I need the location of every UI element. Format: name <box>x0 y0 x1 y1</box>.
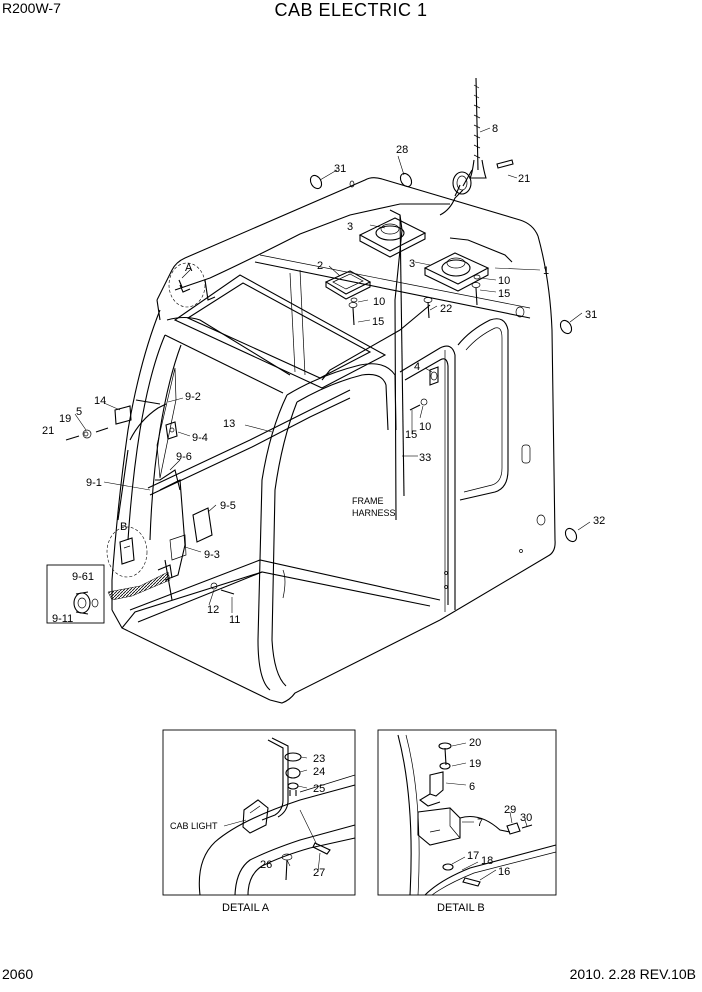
label-26: 26 <box>260 859 272 871</box>
label-9-4: 9-4 <box>192 432 208 444</box>
label-7: 7 <box>477 817 483 829</box>
callout-circle-b <box>106 526 148 578</box>
detail-a-caption: DETAIL A <box>222 902 270 914</box>
speaker-left <box>358 217 427 258</box>
label-8: 8 <box>492 123 498 135</box>
antenna <box>452 77 487 195</box>
detail-a-labels: 23 24 25 CAB LIGHT 26 27 DETAIL A <box>170 753 325 914</box>
label-31-top: 31 <box>334 163 346 175</box>
callout-circle-a <box>168 262 206 308</box>
page-title: CAB ELECTRIC 1 <box>274 0 428 20</box>
label-callout-b: B <box>120 521 127 533</box>
label-20: 20 <box>469 737 481 749</box>
room-lamp-parts <box>114 366 439 581</box>
page-number: 2060 <box>2 966 34 982</box>
label-17: 17 <box>467 850 479 862</box>
label-14: 14 <box>94 395 106 407</box>
label-callout-a: A <box>185 262 193 274</box>
roof-switch-panel <box>324 270 372 300</box>
label-9-3: 9-3 <box>204 549 220 561</box>
label-9-61: 9-61 <box>72 571 94 583</box>
label-13: 13 <box>223 418 235 430</box>
label-9-6: 9-6 <box>176 451 192 463</box>
label-harness: HARNESS <box>352 508 396 518</box>
label-9-11: 9-11 <box>52 613 73 625</box>
label-23: 23 <box>313 753 325 765</box>
label-18: 18 <box>481 855 493 867</box>
label-10-right: 10 <box>498 275 510 287</box>
label-15-low: 15 <box>405 429 417 441</box>
label-21-right: 21 <box>518 173 530 185</box>
inset-box-9-61 <box>46 564 105 624</box>
label-29: 29 <box>504 804 516 816</box>
label-21-left: 21 <box>42 425 54 437</box>
label-10-mid: 10 <box>373 296 385 308</box>
model-code: R200W-7 <box>2 0 61 16</box>
grommets <box>309 172 578 589</box>
label-frame: FRAME <box>352 496 384 506</box>
label-11: 11 <box>229 614 240 626</box>
label-9-1: 9-1 <box>86 477 102 489</box>
label-16: 16 <box>498 866 510 878</box>
cab-body-outline <box>111 177 556 704</box>
label-19-b: 19 <box>469 758 481 770</box>
label-32: 32 <box>593 515 605 527</box>
label-1: 1 <box>543 265 549 277</box>
label-15-right: 15 <box>498 288 510 300</box>
detail-b-caption: DETAIL B <box>437 902 485 914</box>
leader-lines <box>74 127 591 613</box>
label-10-low: 10 <box>419 421 431 433</box>
label-33: 33 <box>419 452 431 464</box>
label-3-right: 3 <box>409 258 415 270</box>
label-19: 19 <box>59 413 71 425</box>
label-12: 12 <box>207 604 219 616</box>
label-cab-light: CAB LIGHT <box>170 821 218 831</box>
label-5: 5 <box>76 406 82 418</box>
label-31-right: 31 <box>585 309 597 321</box>
detail-b-arrow <box>107 571 171 601</box>
label-28: 28 <box>396 144 408 156</box>
label-30: 30 <box>520 812 532 824</box>
label-15-mid: 15 <box>372 316 384 328</box>
main-part-labels: 8 28 31 21 3 3 2 1 10 15 10 22 15 31 4 1… <box>42 123 605 626</box>
detail-b-labels: 20 19 6 7 29 30 17 18 16 DETAIL B <box>437 737 532 914</box>
speaker-right <box>423 252 490 292</box>
label-24: 24 <box>313 766 325 778</box>
detail-b-panel <box>377 729 557 896</box>
screws <box>65 159 514 595</box>
label-3-left: 3 <box>347 221 353 233</box>
label-27: 27 <box>313 867 325 879</box>
label-22: 22 <box>440 303 452 315</box>
detail-a-panel <box>162 729 356 896</box>
label-6: 6 <box>469 781 475 793</box>
label-2: 2 <box>317 260 323 272</box>
label-4: 4 <box>414 361 420 373</box>
revision-date: 2010. 2.28 REV.10B <box>569 966 696 982</box>
label-9-5: 9-5 <box>220 500 236 512</box>
label-9-2: 9-2 <box>185 391 201 403</box>
label-25: 25 <box>313 783 325 795</box>
